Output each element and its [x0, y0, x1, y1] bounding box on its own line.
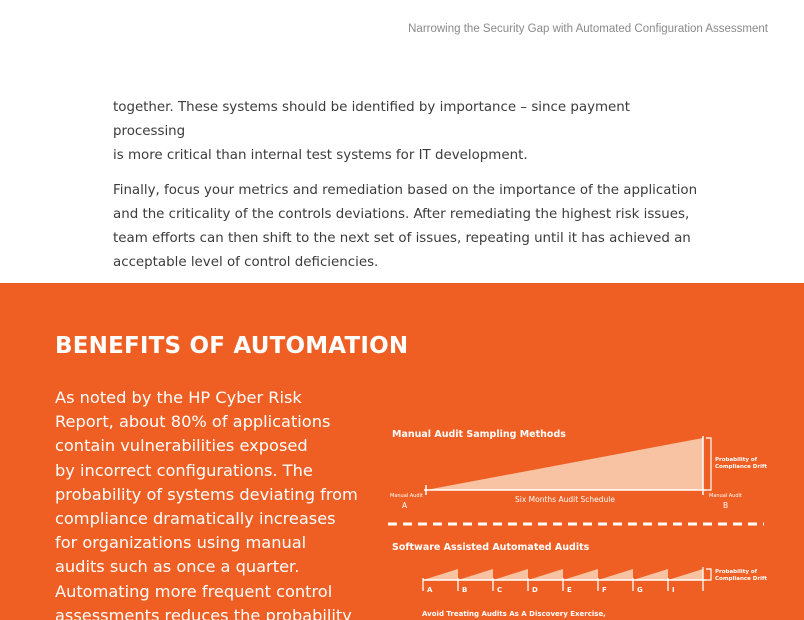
manual-audit-title: Manual Audit Sampling Methods — [392, 429, 566, 440]
manual-drift-wedge — [426, 438, 703, 490]
text-line: for organizations using manual — [55, 533, 307, 553]
audit-letter: B — [462, 586, 467, 594]
automated-caption: Avoid Treating Audits As A Discovery Exe… — [422, 610, 606, 618]
automated-drift-label-2: Compliance Drift — [715, 576, 767, 582]
automated-audit-title: Software Assisted Automated Audits — [392, 542, 590, 553]
drift-wedge — [668, 569, 703, 580]
manual-start-label: Manual Audit — [390, 493, 423, 499]
text-line: audits such as once a quarter. — [55, 557, 300, 577]
text-line: Report, about 80% of applications — [55, 412, 331, 432]
section-heading: BENEFITS OF AUTOMATION — [55, 333, 409, 359]
drift-wedge — [633, 569, 668, 580]
running-header: Narrowing the Security Gap with Automate… — [408, 23, 768, 35]
text-line: Finally, focus your metrics and remediat… — [113, 183, 698, 198]
text-line: compliance dramatically increases — [55, 509, 336, 529]
audit-diagram-svg: Manual Audit Sampling Methods Probabilit… — [388, 429, 767, 618]
manual-drift-label-1: Probability of — [715, 457, 758, 463]
text-line: assessments reduces the probability — [55, 605, 352, 620]
audit-letter: I — [672, 586, 675, 594]
text-line: is more critical than internal test syst… — [113, 148, 528, 163]
manual-end-letter: B — [723, 501, 728, 510]
drift-wedge — [563, 569, 598, 580]
section-text: As noted by the HP Cyber Risk Report, ab… — [55, 386, 358, 620]
drift-wedge — [458, 569, 493, 580]
text-line: contain vulnerabilities exposed — [55, 436, 308, 456]
benefits-section: BENEFITS OF AUTOMATION As noted by the H… — [0, 283, 804, 620]
manual-start-letter: A — [402, 501, 408, 510]
drift-wedge — [423, 569, 458, 580]
paragraph: Finally, focus your metrics and remediat… — [113, 179, 703, 275]
automated-drift-label-1: Probability of — [715, 569, 758, 575]
text-line: Automating more frequent control — [55, 581, 333, 601]
audit-letter: D — [532, 586, 538, 594]
manual-drift-label-2: Compliance Drift — [715, 464, 767, 470]
audit-diagram: Manual Audit Sampling Methods Probabilit… — [380, 423, 804, 620]
text-line: acceptable level of control deficiencies… — [113, 255, 379, 270]
audit-letter: G — [637, 586, 643, 594]
audit-letter: A — [427, 586, 433, 594]
drift-wedge — [528, 569, 563, 580]
text-line: by incorrect configurations. The — [55, 460, 313, 480]
text-line: and the criticality of the controls devi… — [113, 207, 690, 222]
text-line: together. These systems should be identi… — [113, 100, 631, 139]
text-line: probability of systems deviating from — [55, 484, 358, 504]
automated-drift-wedges — [423, 569, 703, 580]
manual-drift-bracket — [706, 437, 712, 491]
audit-letter: E — [567, 586, 572, 594]
text-line: team efforts can then shift to the next … — [113, 231, 691, 246]
body-text: together. These systems should be identi… — [113, 96, 703, 286]
automated-drift-bracket — [706, 568, 712, 581]
manual-schedule-label: Six Months Audit Schedule — [515, 495, 615, 504]
drift-wedge — [598, 569, 633, 580]
text-line: As noted by the HP Cyber Risk — [55, 388, 302, 407]
audit-letter: F — [602, 586, 607, 594]
manual-end-label: Manual Audit — [709, 493, 742, 499]
paragraph: together. These systems should be identi… — [113, 96, 703, 168]
drift-wedge — [493, 569, 528, 580]
audit-letter: C — [497, 586, 502, 594]
